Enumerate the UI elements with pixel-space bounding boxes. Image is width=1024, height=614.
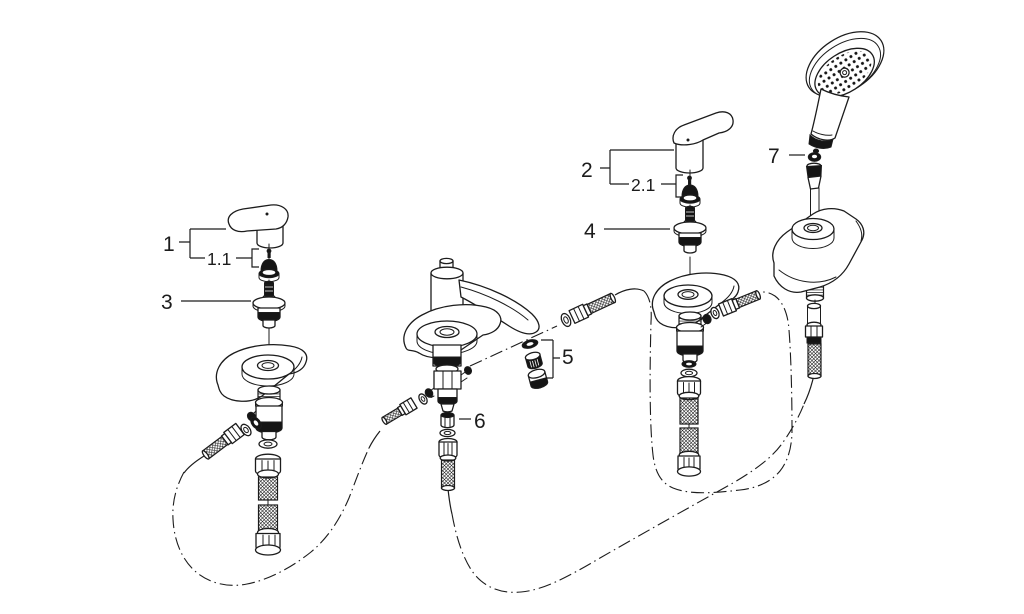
callout-4-label: 4 [584, 220, 596, 243]
cartridge-3 [252, 280, 286, 329]
callout-1-1-label: 1.1 [207, 249, 231, 269]
spout-to-hose-connector [560, 292, 617, 328]
handle-screw-right [687, 175, 692, 185]
handle-cap-right [679, 184, 701, 208]
callout-2: 2 [581, 149, 674, 185]
callout-5-label: 5 [562, 346, 574, 369]
callout-7: 7 [768, 145, 805, 168]
right-side-hose-connector [710, 290, 762, 320]
callout-4: 4 [584, 220, 670, 243]
handle-screw-left [266, 248, 272, 258]
center-left-hose-connector [381, 393, 428, 426]
left-side-hose-connector [201, 416, 262, 460]
left-escutcheon [215, 344, 308, 402]
callout-1-1-leader [236, 248, 259, 268]
left-supply-hose [254, 453, 282, 556]
diverter-outlet-hose [438, 437, 458, 492]
hand-shower-assembly [772, 31, 885, 380]
callout-3: 3 [161, 291, 251, 314]
callout-2-1-leader [661, 174, 683, 198]
callout-1-1: 1.1 [207, 248, 259, 269]
callout-2-leader [600, 149, 674, 185]
callout-2-label: 2 [581, 159, 593, 182]
callout-6-label: 6 [474, 410, 486, 433]
fitting-washer [439, 428, 456, 438]
shower-o-ring-7 [807, 152, 822, 162]
callout-6: 6 [459, 410, 486, 433]
connector-fitting-6 [440, 411, 455, 429]
shower-connection-hose [804, 299, 824, 380]
callout-3-label: 3 [161, 291, 173, 314]
shower-holder-escutcheon [772, 207, 865, 293]
shower-handle-grip [810, 88, 850, 141]
right-valve-assembly [651, 111, 762, 477]
hose-routing-lines [172, 288, 814, 593]
callout-5: 5 [541, 339, 574, 379]
shower-head [805, 31, 885, 154]
cartridge-4 [673, 205, 707, 254]
left-valve-body [246, 385, 284, 441]
callout-5-leader [541, 339, 560, 379]
callout-1: 1 [163, 228, 226, 259]
lever-handle-left [227, 204, 289, 249]
callouts: 1 1.1 3 2 2.1 4 5 6 [161, 145, 805, 433]
shower-hose-cone [805, 162, 823, 190]
callout-2-1: 2.1 [631, 174, 683, 198]
right-valve-body [675, 311, 712, 364]
right-supply-hose [676, 375, 702, 477]
callout-1-label: 1 [163, 233, 175, 256]
left-valve-assembly [201, 204, 308, 556]
lever-handle-right [672, 111, 734, 174]
left-hose-washer [258, 439, 278, 449]
center-spout-assembly [381, 257, 617, 492]
diverter-body [424, 344, 473, 413]
aerator-parts-5 [521, 339, 549, 389]
right-hose-washers [680, 360, 698, 378]
handle-cap-left [258, 258, 280, 283]
callout-2-1-label: 2.1 [631, 175, 655, 195]
callout-1-leader [179, 228, 226, 259]
callout-7-label: 7 [768, 145, 780, 168]
center-escutcheon [403, 303, 502, 359]
